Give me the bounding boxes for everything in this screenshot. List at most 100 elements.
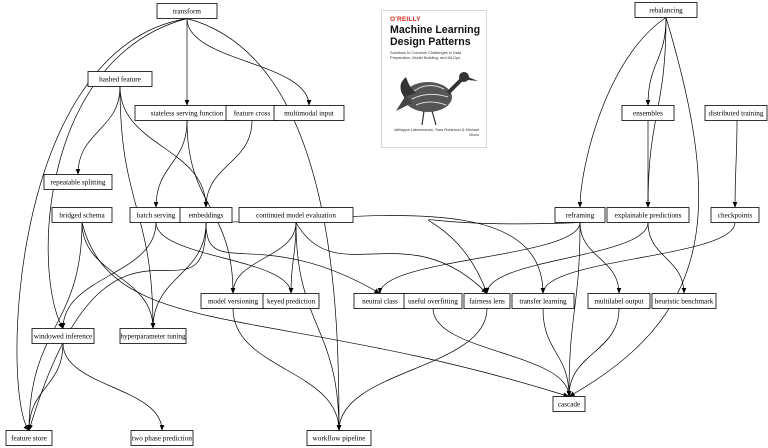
node-label: stateless serving function bbox=[151, 110, 224, 118]
node-box bbox=[554, 207, 606, 223]
edge-reframing-to-cascade bbox=[566, 222, 581, 397]
book-title: Machine Learning Design Patterns bbox=[390, 24, 481, 48]
edge-windowed-inference-to-feature-store bbox=[26, 343, 64, 431]
node-label: useful overfitting bbox=[408, 298, 458, 306]
node-windowed-inference: windowed inference bbox=[31, 328, 95, 344]
edge-batch-serving-to-windowed-inference bbox=[60, 222, 157, 329]
edge-embeddings-to-neutral-class bbox=[205, 222, 381, 294]
node-cascade: cascade bbox=[552, 396, 586, 412]
edge-model-versioning-to-workflow-pipeline bbox=[232, 308, 342, 431]
node-box bbox=[43, 174, 113, 190]
node-box bbox=[262, 293, 320, 309]
edge-embeddings-to-hyperparameter-tuning bbox=[150, 222, 207, 329]
edge-batch-serving-to-keyed-prediction bbox=[155, 222, 294, 294]
node-label: reframing bbox=[566, 212, 595, 220]
node-keyed-prediction: keyed prediction bbox=[262, 293, 320, 309]
edge-distributed-training-to-checkpoints bbox=[732, 120, 738, 208]
node-label: continued model evaluation bbox=[256, 212, 336, 220]
edge-stateless-serving-function-to-model-versioning bbox=[186, 120, 236, 294]
node-label: heuristic benchmark bbox=[655, 298, 714, 306]
edge-stateless-serving-function-to-batch-serving bbox=[153, 120, 188, 208]
nodes-layer: transform rebalancing hashed feature statel… bbox=[5, 2, 768, 446]
node-label: explainable predictions bbox=[615, 212, 682, 220]
node-label: bridged schema bbox=[59, 212, 105, 220]
node-continued-model-evaluation: continued model evaluation bbox=[238, 207, 354, 223]
node-label: fairness lens bbox=[469, 298, 505, 306]
node-box bbox=[5, 430, 53, 446]
node-box bbox=[156, 3, 218, 19]
edge-checkpoints-to-transfer-learning bbox=[540, 222, 736, 294]
node-box bbox=[587, 293, 651, 309]
node-neutral-class: neutral class bbox=[353, 293, 407, 309]
node-label: repeatable splitting bbox=[51, 179, 106, 187]
node-label: feature store bbox=[11, 435, 47, 443]
node-box bbox=[704, 105, 768, 121]
edge-continued-model-evaluation-to-model-versioning bbox=[230, 222, 297, 294]
edge-reframing-to-multilabel-output bbox=[579, 222, 622, 294]
node-box bbox=[634, 2, 698, 18]
node-box bbox=[403, 293, 463, 309]
node-box bbox=[87, 71, 153, 87]
edge-fairness-lens-to-workflow-pipeline bbox=[336, 308, 488, 431]
node-box bbox=[130, 430, 194, 446]
node-label: batch serving bbox=[137, 212, 176, 220]
node-bridged-schema: bridged schema bbox=[51, 207, 113, 223]
node-hyperparameter-tuning: hyperparameter tuning bbox=[119, 328, 187, 344]
node-box bbox=[463, 293, 511, 309]
edge-rebalancing-to-ensembles bbox=[645, 17, 667, 106]
node-feature-store: feature store bbox=[5, 430, 53, 446]
node-label: feature cross bbox=[234, 110, 271, 118]
edge-useful-overfitting-to-cascade bbox=[432, 308, 572, 397]
node-label: transfer learning bbox=[519, 298, 567, 306]
node-label: embeddings bbox=[189, 212, 224, 220]
edge-windowed-inference-to-two-phase-prediction bbox=[62, 343, 165, 431]
edge-multilabel-output-to-cascade bbox=[566, 308, 620, 397]
node-model-versioning: model versioning bbox=[200, 293, 266, 309]
edge-hashed-feature-to-embeddings bbox=[119, 86, 209, 208]
edge-continued-model-evaluation-to-workflow-pipeline bbox=[295, 222, 342, 431]
book-authors: Valliappa Lakshmanan, Sara Robinson & Mi… bbox=[393, 127, 479, 137]
node-distributed-training: distributed training bbox=[704, 105, 768, 121]
node-hashed-feature: hashed feature bbox=[87, 71, 153, 87]
edge-reframing-to-neutral-class bbox=[377, 222, 581, 294]
node-box bbox=[179, 207, 233, 223]
node-multilabel-output: multilabel output bbox=[587, 293, 651, 309]
node-transform: transform bbox=[156, 3, 218, 19]
node-box bbox=[31, 328, 95, 344]
edge-continued-model-evaluation-to-fairness-lens bbox=[295, 222, 488, 294]
node-label: keyed prediction bbox=[267, 298, 316, 306]
node-heuristic-benchmark: heuristic benchmark bbox=[651, 293, 717, 309]
node-box bbox=[238, 207, 354, 223]
node-batch-serving: batch serving bbox=[129, 207, 183, 223]
node-repeatable-splitting: repeatable splitting bbox=[43, 174, 113, 190]
node-explainable-predictions: explainable predictions bbox=[606, 207, 690, 223]
node-fairness-lens: fairness lens bbox=[463, 293, 511, 309]
publisher-logo: O'REILLY bbox=[390, 16, 421, 23]
node-box bbox=[651, 293, 717, 309]
node-box bbox=[710, 207, 760, 223]
edge-transfer-learning-to-cascade bbox=[542, 308, 572, 397]
edge-bridged-schema-to-cascade bbox=[81, 222, 570, 398]
edge-bridged-schema-to-feature-store bbox=[26, 222, 83, 431]
edge-explainable-predictions-to-fairness-lens bbox=[484, 222, 649, 294]
node-label: two phase prediction bbox=[132, 435, 192, 443]
node-label: hashed feature bbox=[99, 76, 141, 84]
node-label: ensembles bbox=[633, 110, 663, 118]
node-box bbox=[606, 207, 690, 223]
node-label: model versioning bbox=[208, 298, 259, 306]
edge-bridged-schema-to-hyperparameter-tuning bbox=[81, 222, 156, 329]
node-label: rebalancing bbox=[649, 7, 683, 15]
node-label: cascade bbox=[558, 401, 580, 409]
edges-layer bbox=[16, 17, 738, 431]
book-subtitle: Solutions to Common Challenges in Data P… bbox=[390, 50, 462, 60]
node-rebalancing: rebalancing bbox=[634, 2, 698, 18]
node-label: windowed inference bbox=[34, 333, 92, 341]
node-box bbox=[552, 396, 586, 412]
node-embeddings: embeddings bbox=[179, 207, 233, 223]
edge-rebalancing-to-cascade bbox=[568, 17, 700, 397]
edge-explainable-predictions-to-heuristic-benchmark bbox=[647, 222, 687, 294]
edge-transform-to-multimodal-input bbox=[186, 18, 312, 106]
edge-hashed-feature-to-repeatable-splitting bbox=[75, 86, 121, 175]
node-ensembles: ensembles bbox=[621, 105, 675, 121]
